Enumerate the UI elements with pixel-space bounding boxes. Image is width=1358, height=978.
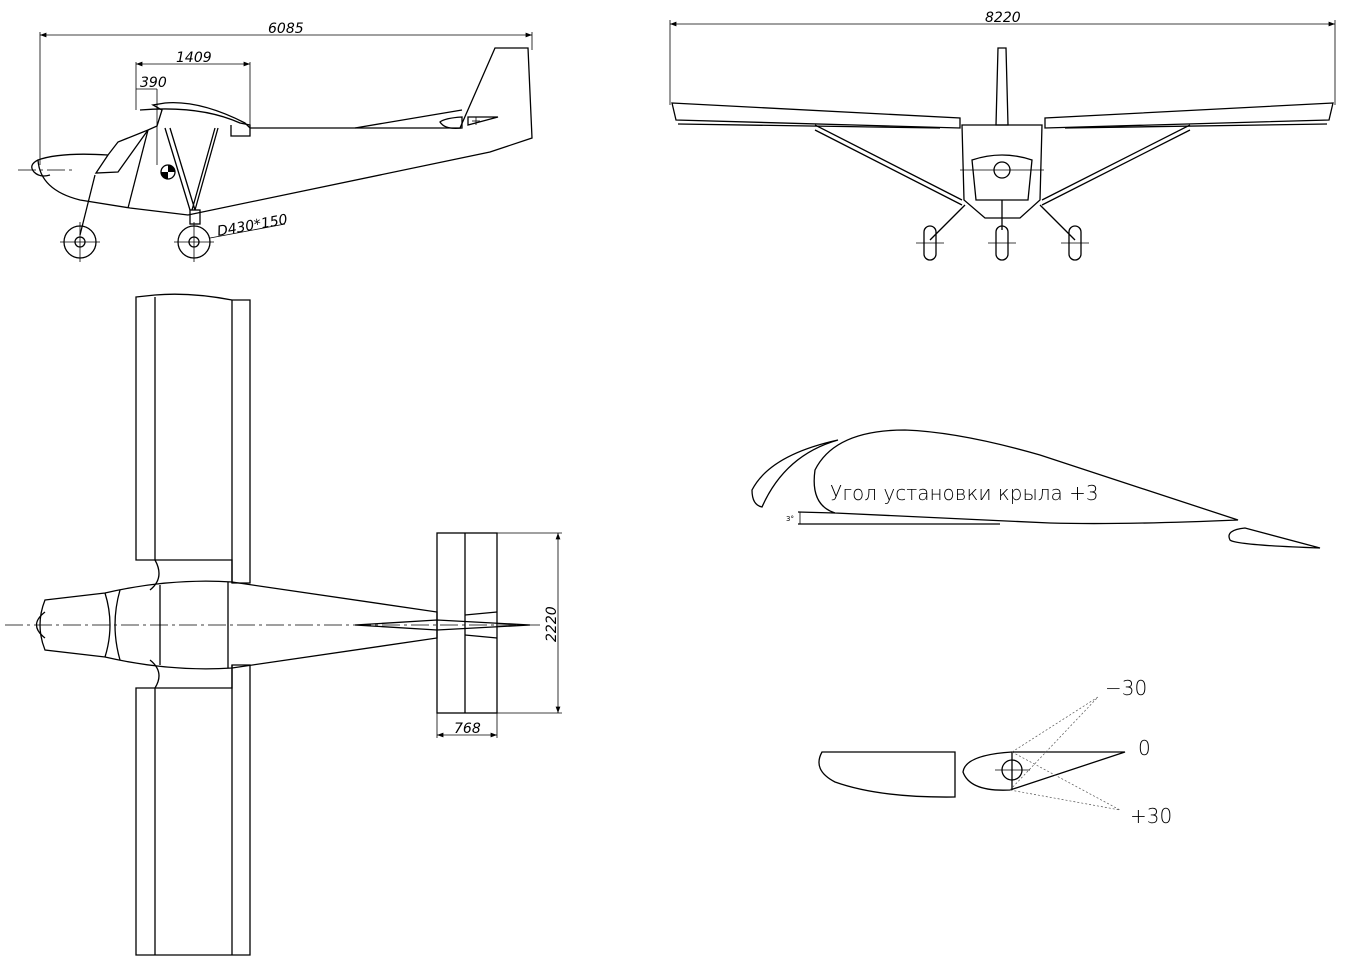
overall-length-label: 6085 [268, 21, 304, 37]
dimension-stabilizer-chord: 768 [436, 713, 498, 738]
nose-wheel [60, 174, 100, 262]
side-view: 6085 1409 390 [18, 21, 533, 262]
main-wheel: D430*150 [174, 212, 289, 262]
wing-section-caption: Угол установки крыла +3 [830, 481, 1099, 505]
front-wheels [916, 225, 1089, 261]
dimension-cg-offset: 390 [136, 75, 167, 165]
dimension-stabilizer-span: 2220 [497, 532, 562, 714]
cg-symbol-icon [160, 164, 176, 180]
wing-section: 3° Угол установки крыла +3 [751, 429, 1321, 549]
dimension-wingspan: 8220 [669, 10, 1336, 105]
cg-offset-label: 390 [140, 75, 167, 91]
front-view: 8220 [669, 10, 1336, 261]
wheel-size-label: D430*150 [216, 212, 289, 240]
deflection-up-label: −30 [1105, 676, 1147, 700]
stabilizer-span-label: 2220 [544, 606, 560, 642]
deflection-down-label: +30 [1130, 804, 1172, 828]
top-view: 2220 768 [5, 293, 562, 956]
stabilizer-chord-label: 768 [454, 721, 481, 737]
dimension-overall-length: 6085 [39, 21, 533, 165]
dimension-wing-chord: 1409 [135, 50, 251, 128]
deflection-neutral-label: 0 [1138, 736, 1151, 760]
wing-chord-label: 1409 [176, 50, 212, 66]
control-deflection: −30 0 +30 [818, 676, 1172, 828]
incidence-angle-label: 3° [786, 515, 794, 523]
wingspan-label: 8220 [985, 10, 1021, 26]
